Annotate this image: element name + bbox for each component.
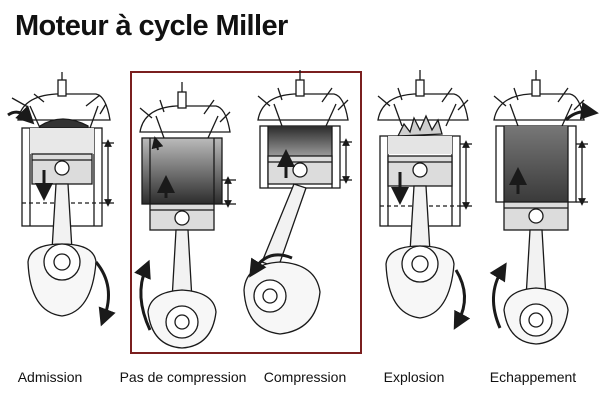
highlight-frame bbox=[130, 71, 362, 354]
engine-explosion bbox=[377, 70, 472, 330]
stage-label-echappement: Echappement bbox=[489, 369, 577, 385]
diagram-title: Moteur à cycle Miller bbox=[15, 10, 288, 42]
engine-echappement bbox=[489, 70, 599, 345]
stage-label-pas-de-compression: Pas de compression bbox=[119, 369, 247, 385]
engine-compression bbox=[243, 70, 352, 335]
engine-admission bbox=[7, 72, 116, 327]
stage-label-explosion: Explosion bbox=[383, 369, 445, 385]
stage-label-admission: Admission bbox=[17, 369, 83, 385]
stage-label-compression: Compression bbox=[263, 369, 347, 385]
engine-pas-de-compression bbox=[134, 82, 236, 349]
